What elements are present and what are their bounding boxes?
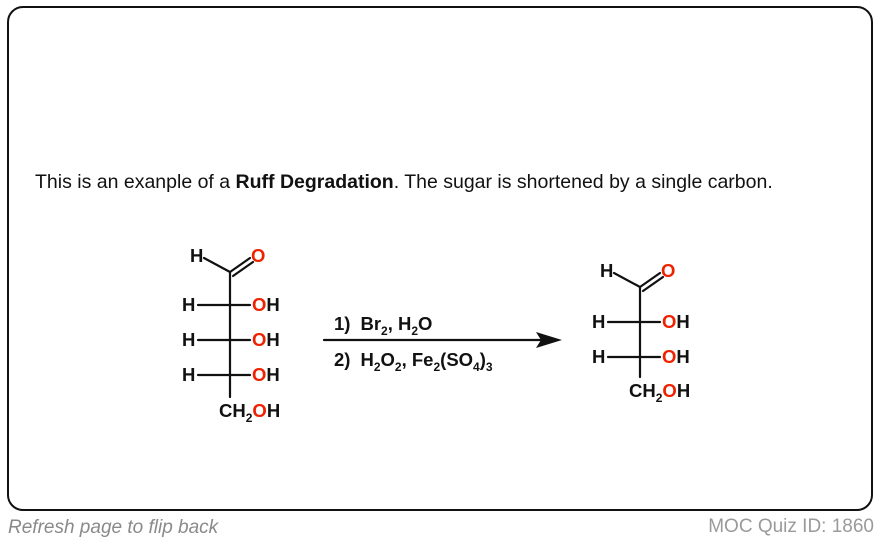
reactant-row2-oh: OH — [252, 329, 280, 350]
reactant-row1-oh: OH — [252, 294, 280, 315]
product-aldehyde-h-bond — [612, 271, 642, 289]
product-row1-h: H — [592, 311, 605, 332]
reagent-step-2: 2)H2O2, Fe2(SO4)3 — [334, 349, 493, 374]
reactant-row3-h: H — [182, 364, 195, 385]
quiz-card[interactable] — [7, 6, 873, 511]
reactant-aldehyde-h: H — [190, 245, 203, 266]
product-row2-oh: OH — [662, 346, 690, 367]
product-aldehyde-h: H — [600, 260, 613, 281]
reactant-co-bond-2 — [231, 260, 255, 278]
explanation-text-start: This is an exanple of a — [35, 171, 236, 193]
quiz-id: MOC Quiz ID: 1860 — [708, 516, 874, 537]
reactant-row1-h: H — [182, 294, 195, 315]
product-co-bond-1 — [638, 271, 662, 289]
product-co-bond-2 — [641, 275, 665, 293]
reagent-step-1: 1)Br2, H2O — [334, 313, 432, 338]
reactant-aldehyde-h-bond — [202, 256, 232, 274]
refresh-hint: Refresh page to flip back — [8, 517, 219, 538]
product-aldehyde-o: O — [661, 260, 675, 281]
reactant-co-bond-1 — [228, 256, 252, 274]
reactant-row2-h: H — [182, 329, 195, 350]
product-ch2oh: CH2OH — [629, 380, 690, 405]
explanation-text-end: . The sugar is shortened by a single car… — [393, 171, 773, 193]
reactant-aldehyde-o: O — [251, 245, 265, 266]
arrow-head-icon — [536, 332, 562, 348]
product-row1-oh: OH — [662, 311, 690, 332]
reaction-name: Ruff Degradation — [235, 171, 394, 193]
product-row2-h: H — [592, 346, 605, 367]
reactant-row3-oh: OH — [252, 364, 280, 385]
reactant-ch2oh: CH2OH — [219, 400, 280, 425]
explanation-text: This is an exanple of a Ruff Degradation… — [35, 171, 875, 194]
